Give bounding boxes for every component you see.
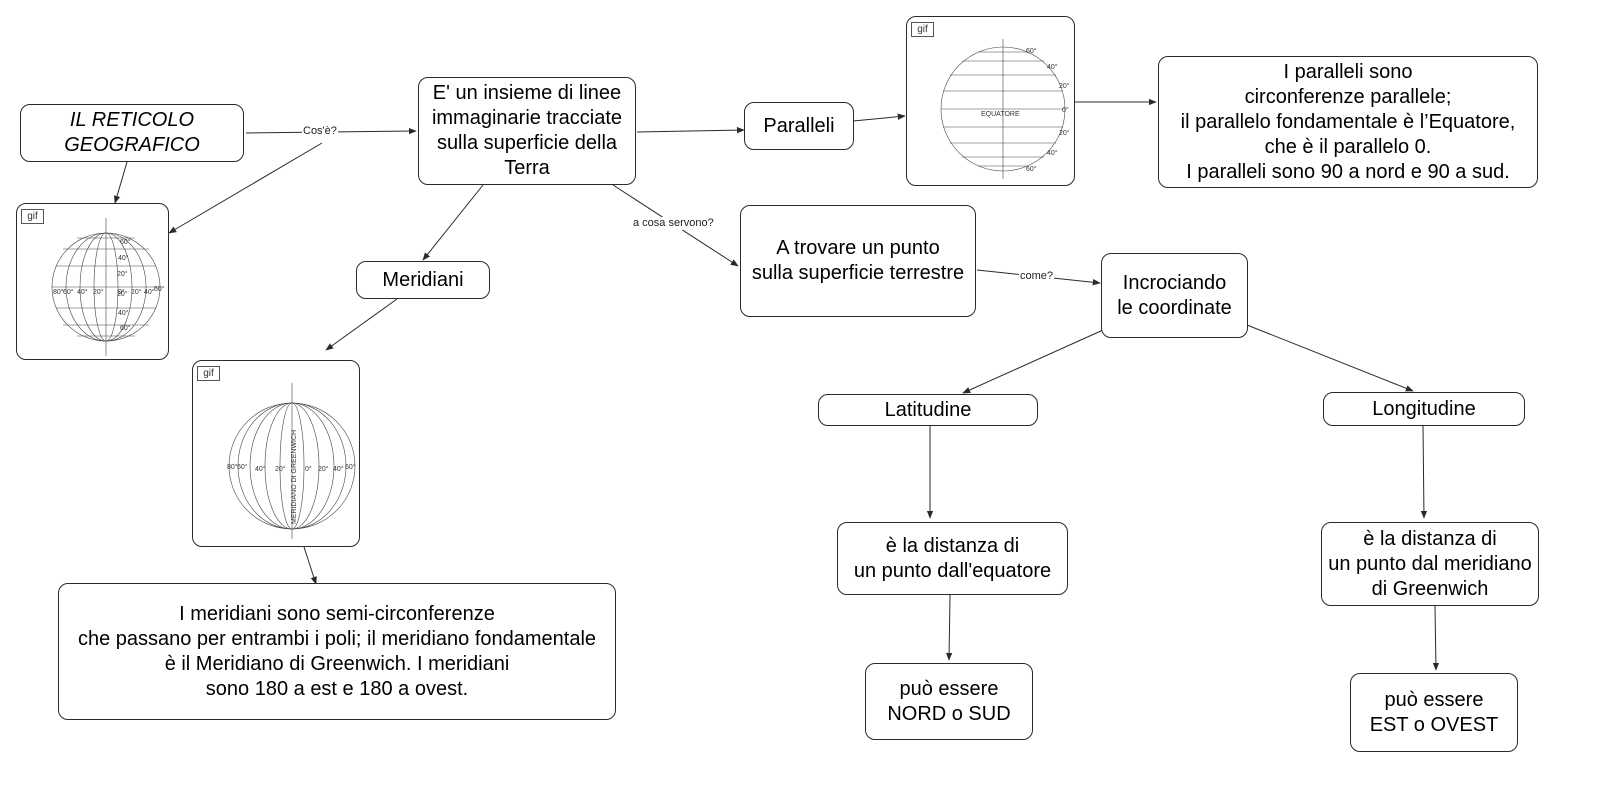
link-lat-desc-val — [945, 594, 953, 661]
link-longitudine-desc — [1420, 425, 1428, 519]
gif-tag: gif — [21, 209, 44, 224]
link-label-a-cosa-servono: a cosa servono? — [632, 217, 715, 230]
grid-lon-label: 60° — [154, 285, 165, 293]
meridian-lon-label: 60° — [237, 463, 248, 471]
grid-lon-label: 20° — [131, 288, 142, 296]
node-est-o-ovest: può essere EST o OVEST — [1350, 673, 1518, 752]
globe-meridians-icon: 80° 60° 40° 20° 0° 20° 40° 60° MERIDIANO… — [227, 383, 356, 539]
link-meridiani-image — [325, 298, 398, 351]
globe-parallels-icon: 60° 40° 20° 0° 20° 40° 60° EQUATORE — [940, 39, 1070, 179]
node-incrociando-le-coordinate: Incrociando le coordinate — [1101, 253, 1248, 338]
parallel-lat-label: 60° — [1026, 165, 1037, 173]
link-reticolo-grid-image — [113, 161, 128, 204]
globe-grid-image: gif 60° 40° 20° 20° 40° 60° 80° — [16, 203, 169, 360]
meridian-lon-label: 40° — [333, 465, 344, 473]
node-paralleli-description: I paralleli sono circonferenze parallele… — [1158, 56, 1538, 188]
link-insieme-paralleli — [636, 126, 745, 134]
link-paralleli-image — [852, 113, 906, 122]
node-il-reticolo-geografico: IL RETICOLO GEOGRAFICO — [20, 104, 244, 162]
node-latitudine: Latitudine — [818, 394, 1038, 426]
grid-lon-label: 40° — [144, 288, 155, 296]
grid-lat-label: 40° — [118, 309, 129, 317]
link-incrociando-latitudine — [962, 329, 1104, 394]
gif-tag: gif — [197, 366, 220, 381]
parallel-lat-label: 20° — [1059, 82, 1070, 90]
link-cose-grid-image — [168, 142, 323, 234]
link-lon-desc-val — [1432, 605, 1440, 671]
grid-lat-label: 20° — [117, 290, 128, 298]
link-incrociando-longitudine — [1246, 324, 1414, 392]
meridian-lon-label: 80° — [227, 463, 238, 471]
node-meridiani-description: I meridiani sono semi-circonferenze che … — [58, 583, 616, 720]
meridian-lon-label: 0° — [305, 465, 312, 473]
globe-meridians-image: gif 80° 60° 40° 20° 0° 20° 40° 60° MERID… — [192, 360, 360, 547]
meridian-lon-label: 40° — [255, 465, 266, 473]
node-longitudine-definition: è la distanza di un punto dal meridiano … — [1321, 522, 1539, 606]
grid-lon-label: 80° — [53, 288, 64, 296]
link-insieme-meridiani — [422, 184, 484, 261]
node-trovare-un-punto: A trovare un punto sulla superficie terr… — [740, 205, 976, 317]
link-meridiani-image-desc — [303, 546, 317, 585]
node-nord-o-sud: può essere NORD o SUD — [865, 663, 1033, 740]
parallel-lat-label: 40° — [1047, 149, 1058, 157]
grid-lat-label: 20° — [117, 270, 128, 278]
parallel-lat-label: 60° — [1026, 47, 1037, 55]
node-insieme-di-linee: E' un insieme di linee immaginarie tracc… — [418, 77, 636, 185]
grid-lat-label: 40° — [118, 254, 129, 262]
globe-grid-icon: 60° 40° 20° 20° 40° 60° 80° 60° 40° 20° … — [51, 218, 165, 356]
parallel-lat-label: 40° — [1047, 63, 1058, 71]
meridian-lon-label: 20° — [275, 465, 286, 473]
grid-lon-label: 60° — [63, 288, 74, 296]
grid-lon-label: 20° — [93, 288, 104, 296]
globe-parallels-image: gif 60° 40° 20° 0° 20° 40° 60° EQU — [906, 16, 1075, 186]
greenwich-label: MERIDIANO DI GREENWICH — [291, 430, 298, 524]
grid-lat-label: 60° — [120, 238, 131, 246]
link-label-come: come? — [1019, 270, 1055, 283]
node-latitudine-definition: è la distanza di un punto dall'equatore — [837, 522, 1068, 595]
parallel-lat-label: 20° — [1059, 129, 1070, 137]
grid-lon-label: 40° — [77, 288, 88, 296]
equatore-label: EQUATORE — [981, 111, 1020, 118]
node-paralleli: Paralleli — [744, 102, 854, 150]
grid-lon-label: 0° — [118, 288, 125, 296]
meridian-lon-label: 20° — [318, 465, 329, 473]
parallel-lat-label: 0° — [1062, 106, 1069, 114]
grid-lat-label: 60° — [120, 324, 131, 332]
node-meridiani: Meridiani — [356, 261, 490, 299]
gif-tag: gif — [911, 22, 934, 37]
meridian-lon-label: 60° — [345, 463, 356, 471]
node-longitudine: Longitudine — [1323, 392, 1525, 426]
link-label-cose: Cos'è? — [302, 125, 338, 138]
